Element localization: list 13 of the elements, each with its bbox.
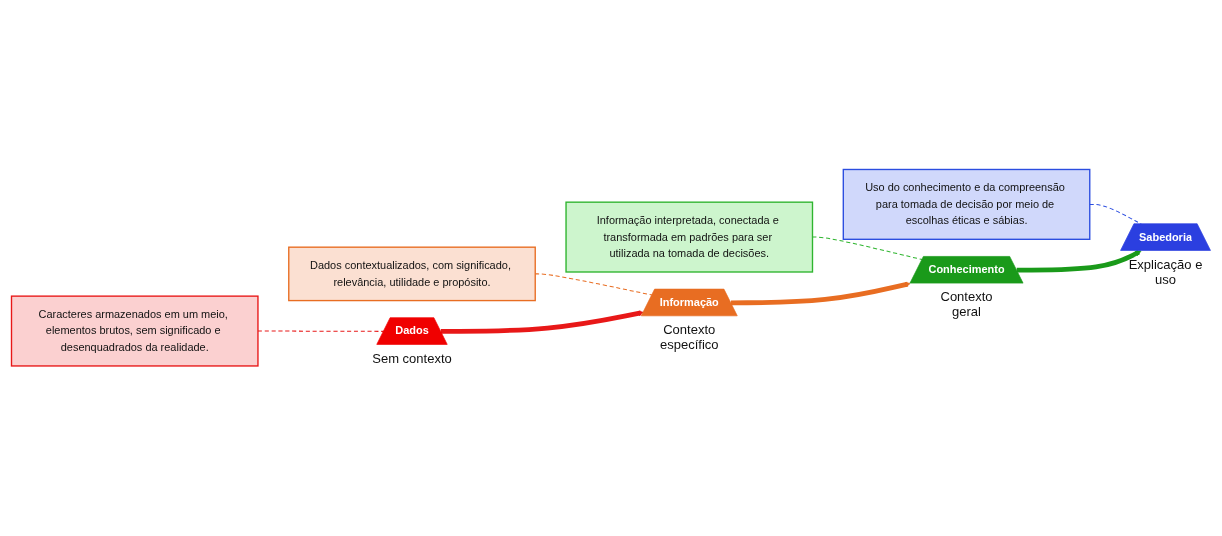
node-box: Caracteres armazenados em um meio, elementos brutos, sem significado e desenquadrados da realidade. <box>10 295 259 367</box>
node-box: Uso do conhecimento e da compreensão para tomada de decisão por meio de escolhas éticas e sábias. <box>842 169 1091 241</box>
node-box: Dados contextualizados, com significado, relevância, utilidade e propósito. <box>288 246 536 302</box>
connector <box>257 330 385 333</box>
side-note: Sem contexto <box>372 350 452 366</box>
arrow <box>730 282 911 306</box>
arrow <box>1016 250 1142 273</box>
connector <box>812 236 923 261</box>
side-note: Explicação e uso <box>1127 256 1204 287</box>
side-note: Contexto geral <box>939 289 994 320</box>
arrow <box>440 310 644 335</box>
side-note: Contexto específico <box>658 322 720 353</box>
node-box: Informação interpretada, conectada e transformada em padrões para ser utilizada na tomada de decisões. <box>565 201 814 273</box>
